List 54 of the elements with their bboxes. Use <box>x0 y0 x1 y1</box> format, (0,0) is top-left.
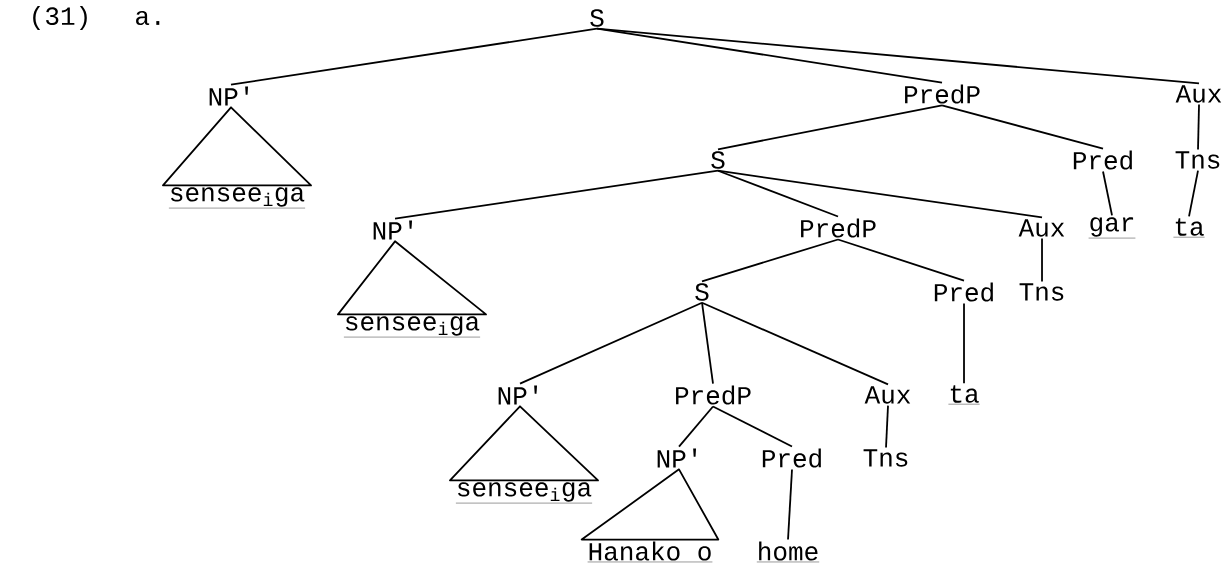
category-label: Pred <box>1073 150 1132 170</box>
category-label: Tns <box>1175 151 1220 169</box>
tree-branch <box>712 405 793 448</box>
underlined-word: gar <box>1088 217 1136 239</box>
underlined-word: sensee$_{i}$ga <box>343 316 481 338</box>
example-number: a. <box>136 10 160 26</box>
category-label: NP' <box>498 385 537 405</box>
category-label: PredP <box>905 84 980 104</box>
category-label: Pred <box>762 448 821 468</box>
category-label: S <box>695 283 709 301</box>
tree-branch <box>885 404 889 449</box>
underlined-word: Hanako o <box>587 541 713 563</box>
tree-branch <box>1197 103 1200 151</box>
category-label: PredP <box>801 218 876 238</box>
category-label: Aux <box>1175 85 1222 103</box>
tree-branch <box>701 238 839 283</box>
tree-branch <box>701 301 889 386</box>
category-label: Tns <box>863 449 908 467</box>
tree-branch <box>837 238 965 282</box>
category-label: NP' <box>209 86 248 106</box>
underlined-word: ta <box>948 385 980 405</box>
tree-branch <box>678 405 714 448</box>
tree-branch <box>717 169 839 218</box>
underlined-word: sensee$_{i}$ga <box>455 482 593 504</box>
tree-branch <box>717 169 1043 219</box>
tree-branch <box>787 468 793 541</box>
example-number: (31) <box>33 5 87 31</box>
underlined-word: sensee$_{i}$ga <box>168 187 306 209</box>
category-label: S <box>711 151 725 169</box>
category-label: Tns <box>1019 283 1064 301</box>
category-label: Aux <box>864 386 911 404</box>
phrase-triangle <box>162 106 312 187</box>
category-label: Pred <box>934 282 993 302</box>
tree-branch <box>1188 169 1199 218</box>
underlined-word: ta <box>1173 218 1205 238</box>
tree-branch <box>1041 237 1043 283</box>
tree-branch <box>230 27 598 86</box>
category-label: S <box>590 9 604 27</box>
category-label: PredP <box>676 385 751 405</box>
category-label: Aux <box>1018 219 1065 237</box>
tree-branch <box>394 169 719 220</box>
phrase-triangle <box>580 468 720 541</box>
tree-branch <box>717 104 943 151</box>
category-label: NP' <box>373 220 412 240</box>
tree-branch <box>941 104 1104 150</box>
tree-branch <box>519 301 703 385</box>
underlined-word: home <box>756 541 820 563</box>
tree-branch <box>963 302 965 385</box>
tree-branch <box>596 27 1200 85</box>
phrase-triangle <box>337 240 487 316</box>
category-label: NP' <box>657 448 697 468</box>
tree-branch <box>1102 170 1113 217</box>
phrase-triangle <box>449 405 599 482</box>
tree-branch <box>701 301 714 385</box>
